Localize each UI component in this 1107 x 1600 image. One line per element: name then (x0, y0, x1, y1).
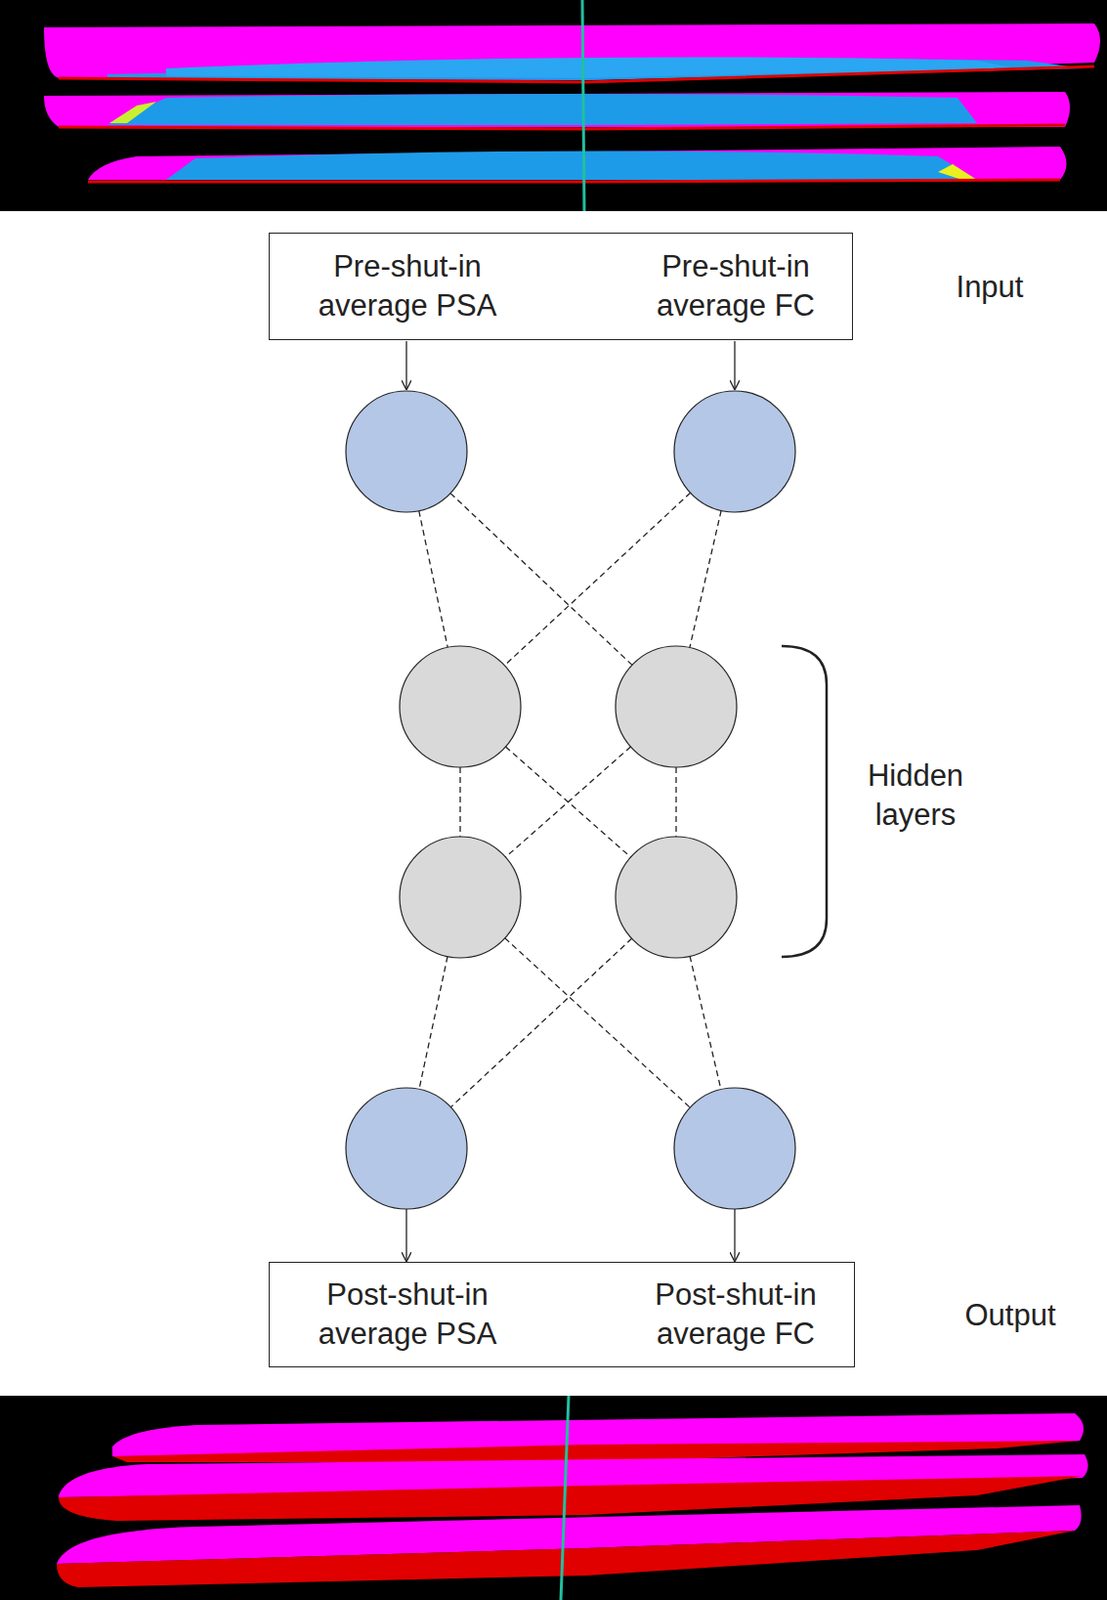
top-view-background (0, 0, 1107, 212)
bottom-layers (56, 1395, 1089, 1600)
layer-label: Output (964, 1295, 1056, 1335)
hidden-layers-bracket (781, 645, 827, 957)
synapse-line (419, 956, 448, 1090)
layer-label: Hidden layers (842, 756, 989, 835)
synapse-line (504, 492, 690, 666)
synapse-line (689, 955, 722, 1089)
synapse-lines (419, 492, 722, 1107)
box-text: Post-shut-in average FC (623, 1275, 849, 1354)
layer-label: Input (956, 267, 1024, 307)
bottom-view-background (0, 1395, 1107, 1600)
data-box: Post-shut-in average PSA Post-shut-in ave… (268, 1261, 855, 1367)
io-arrows (406, 340, 735, 1261)
data-box: Pre-shut-in average PSA Pre-shut-in avera… (268, 232, 853, 341)
box-text: Pre-shut-in average FC (623, 247, 849, 326)
synapse-line (689, 510, 722, 647)
synapse-line (450, 937, 632, 1107)
neurons (345, 390, 796, 1209)
box-text: Pre-shut-in average PSA (295, 247, 520, 326)
synapse-line (419, 510, 448, 648)
synapse-line (675, 766, 677, 837)
synapse-line (459, 766, 461, 837)
synapse-line (505, 746, 631, 857)
top-layers (43, 0, 1101, 212)
synapse-line (505, 937, 690, 1107)
synapse-line (505, 746, 631, 857)
synapse-line (450, 493, 633, 666)
box-text: Post-shut-in average PSA (295, 1275, 520, 1354)
